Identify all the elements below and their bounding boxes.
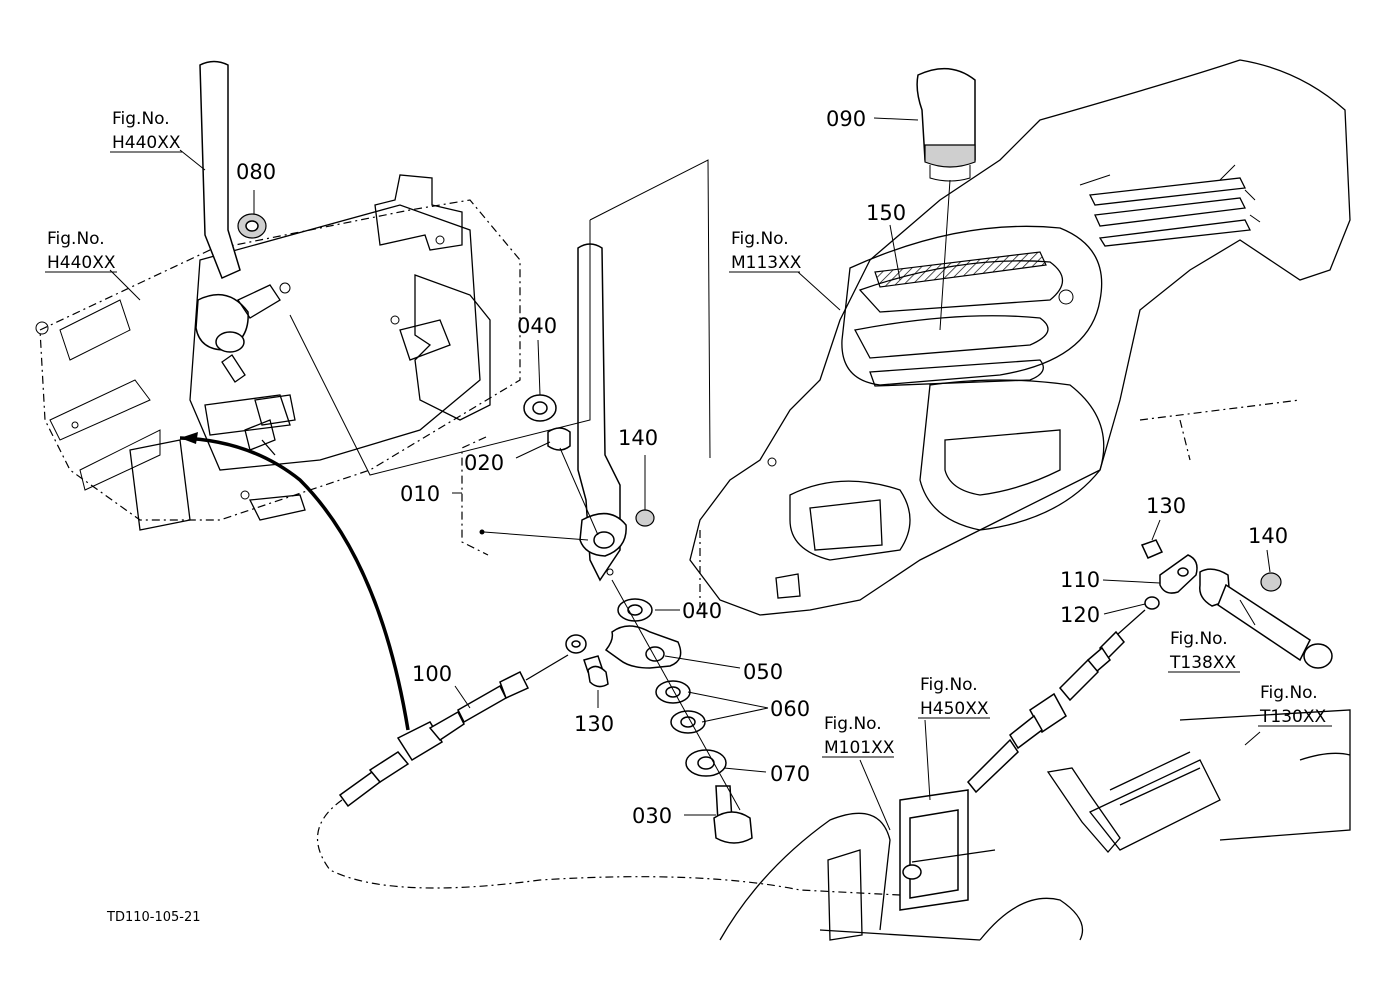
bolt-030 (713, 785, 753, 844)
fig-label-m101: Fig.No. (824, 714, 882, 734)
callout-090: 090 (826, 107, 866, 131)
plate-050 (604, 625, 682, 669)
callout-130-left: 130 (574, 712, 614, 736)
washer-070 (685, 749, 727, 777)
fig-ref-h450: H450XX (920, 699, 989, 719)
fig-label-m113: Fig.No. (731, 229, 789, 249)
callout-040-upper: 040 (517, 314, 557, 338)
group-marker (479, 529, 485, 535)
callout-150: 150 (866, 201, 906, 225)
drawing-code: TD110-105-21 (106, 910, 201, 925)
washer-040-upper (523, 394, 557, 422)
right-linkage (1140, 539, 1333, 669)
right-cable (939, 609, 1146, 821)
fig-ref-m101: M101XX (824, 738, 895, 758)
callout-120: 120 (1060, 603, 1100, 627)
washers-060 (655, 680, 706, 734)
fig-ref-m113: M113XX (731, 253, 802, 273)
fig-label-t138: Fig.No. (1170, 629, 1228, 649)
group-bracket-010 (461, 436, 489, 556)
nut-140-left (635, 509, 655, 527)
callout-060: 060 (770, 697, 810, 721)
fig-label-h440-top: Fig.No. (112, 109, 170, 129)
lower-right-assembly (719, 709, 1351, 941)
callout-130-right: 130 (1146, 494, 1186, 518)
callout-140-left: 140 (618, 426, 658, 450)
group-leader (483, 531, 589, 541)
leader-lines (109, 117, 1271, 831)
fig-label-h450: Fig.No. (920, 675, 978, 695)
upper-shift-lever (195, 60, 281, 456)
fig-ref-h440-top: H440XX (112, 133, 181, 153)
fig-ref-h440-left: H440XX (47, 253, 116, 273)
callout-050: 050 (743, 660, 783, 684)
bushing-020 (547, 427, 571, 451)
callout-080: 080 (236, 160, 276, 184)
washer-040-lower (617, 598, 653, 622)
shift-knob-090 (916, 67, 976, 331)
cable-100 (179, 432, 901, 896)
console-housing (689, 59, 1351, 616)
figure-refs: Fig.No. H440XX Fig.No. H440XX Fig.No. M1… (45, 109, 1332, 758)
stack-axis (611, 579, 741, 811)
callout-040-lower: 040 (682, 599, 722, 623)
bolt-130-left (583, 655, 609, 688)
callout-070: 070 (770, 762, 810, 786)
left-frame-assembly (35, 174, 521, 531)
callout-100: 100 (412, 662, 452, 686)
shift-lever-010 (577, 243, 627, 582)
callout-110: 110 (1060, 568, 1100, 592)
bushing-axis (559, 447, 599, 536)
fig-label-t130: Fig.No. (1260, 683, 1318, 703)
callout-020: 020 (464, 451, 504, 475)
nut-080 (237, 213, 267, 239)
fig-ref-t130: T130XX (1259, 707, 1326, 727)
lever-frame-box (289, 159, 711, 476)
callouts: 080 040 020 010 140 040 050 060 070 030 … (236, 107, 1288, 828)
fig-label-h440-left: Fig.No. (47, 229, 105, 249)
callout-030: 030 (632, 804, 672, 828)
fig-ref-t138: T138XX (1169, 653, 1236, 673)
callout-010: 010 (400, 482, 440, 506)
callout-140-right: 140 (1248, 524, 1288, 548)
